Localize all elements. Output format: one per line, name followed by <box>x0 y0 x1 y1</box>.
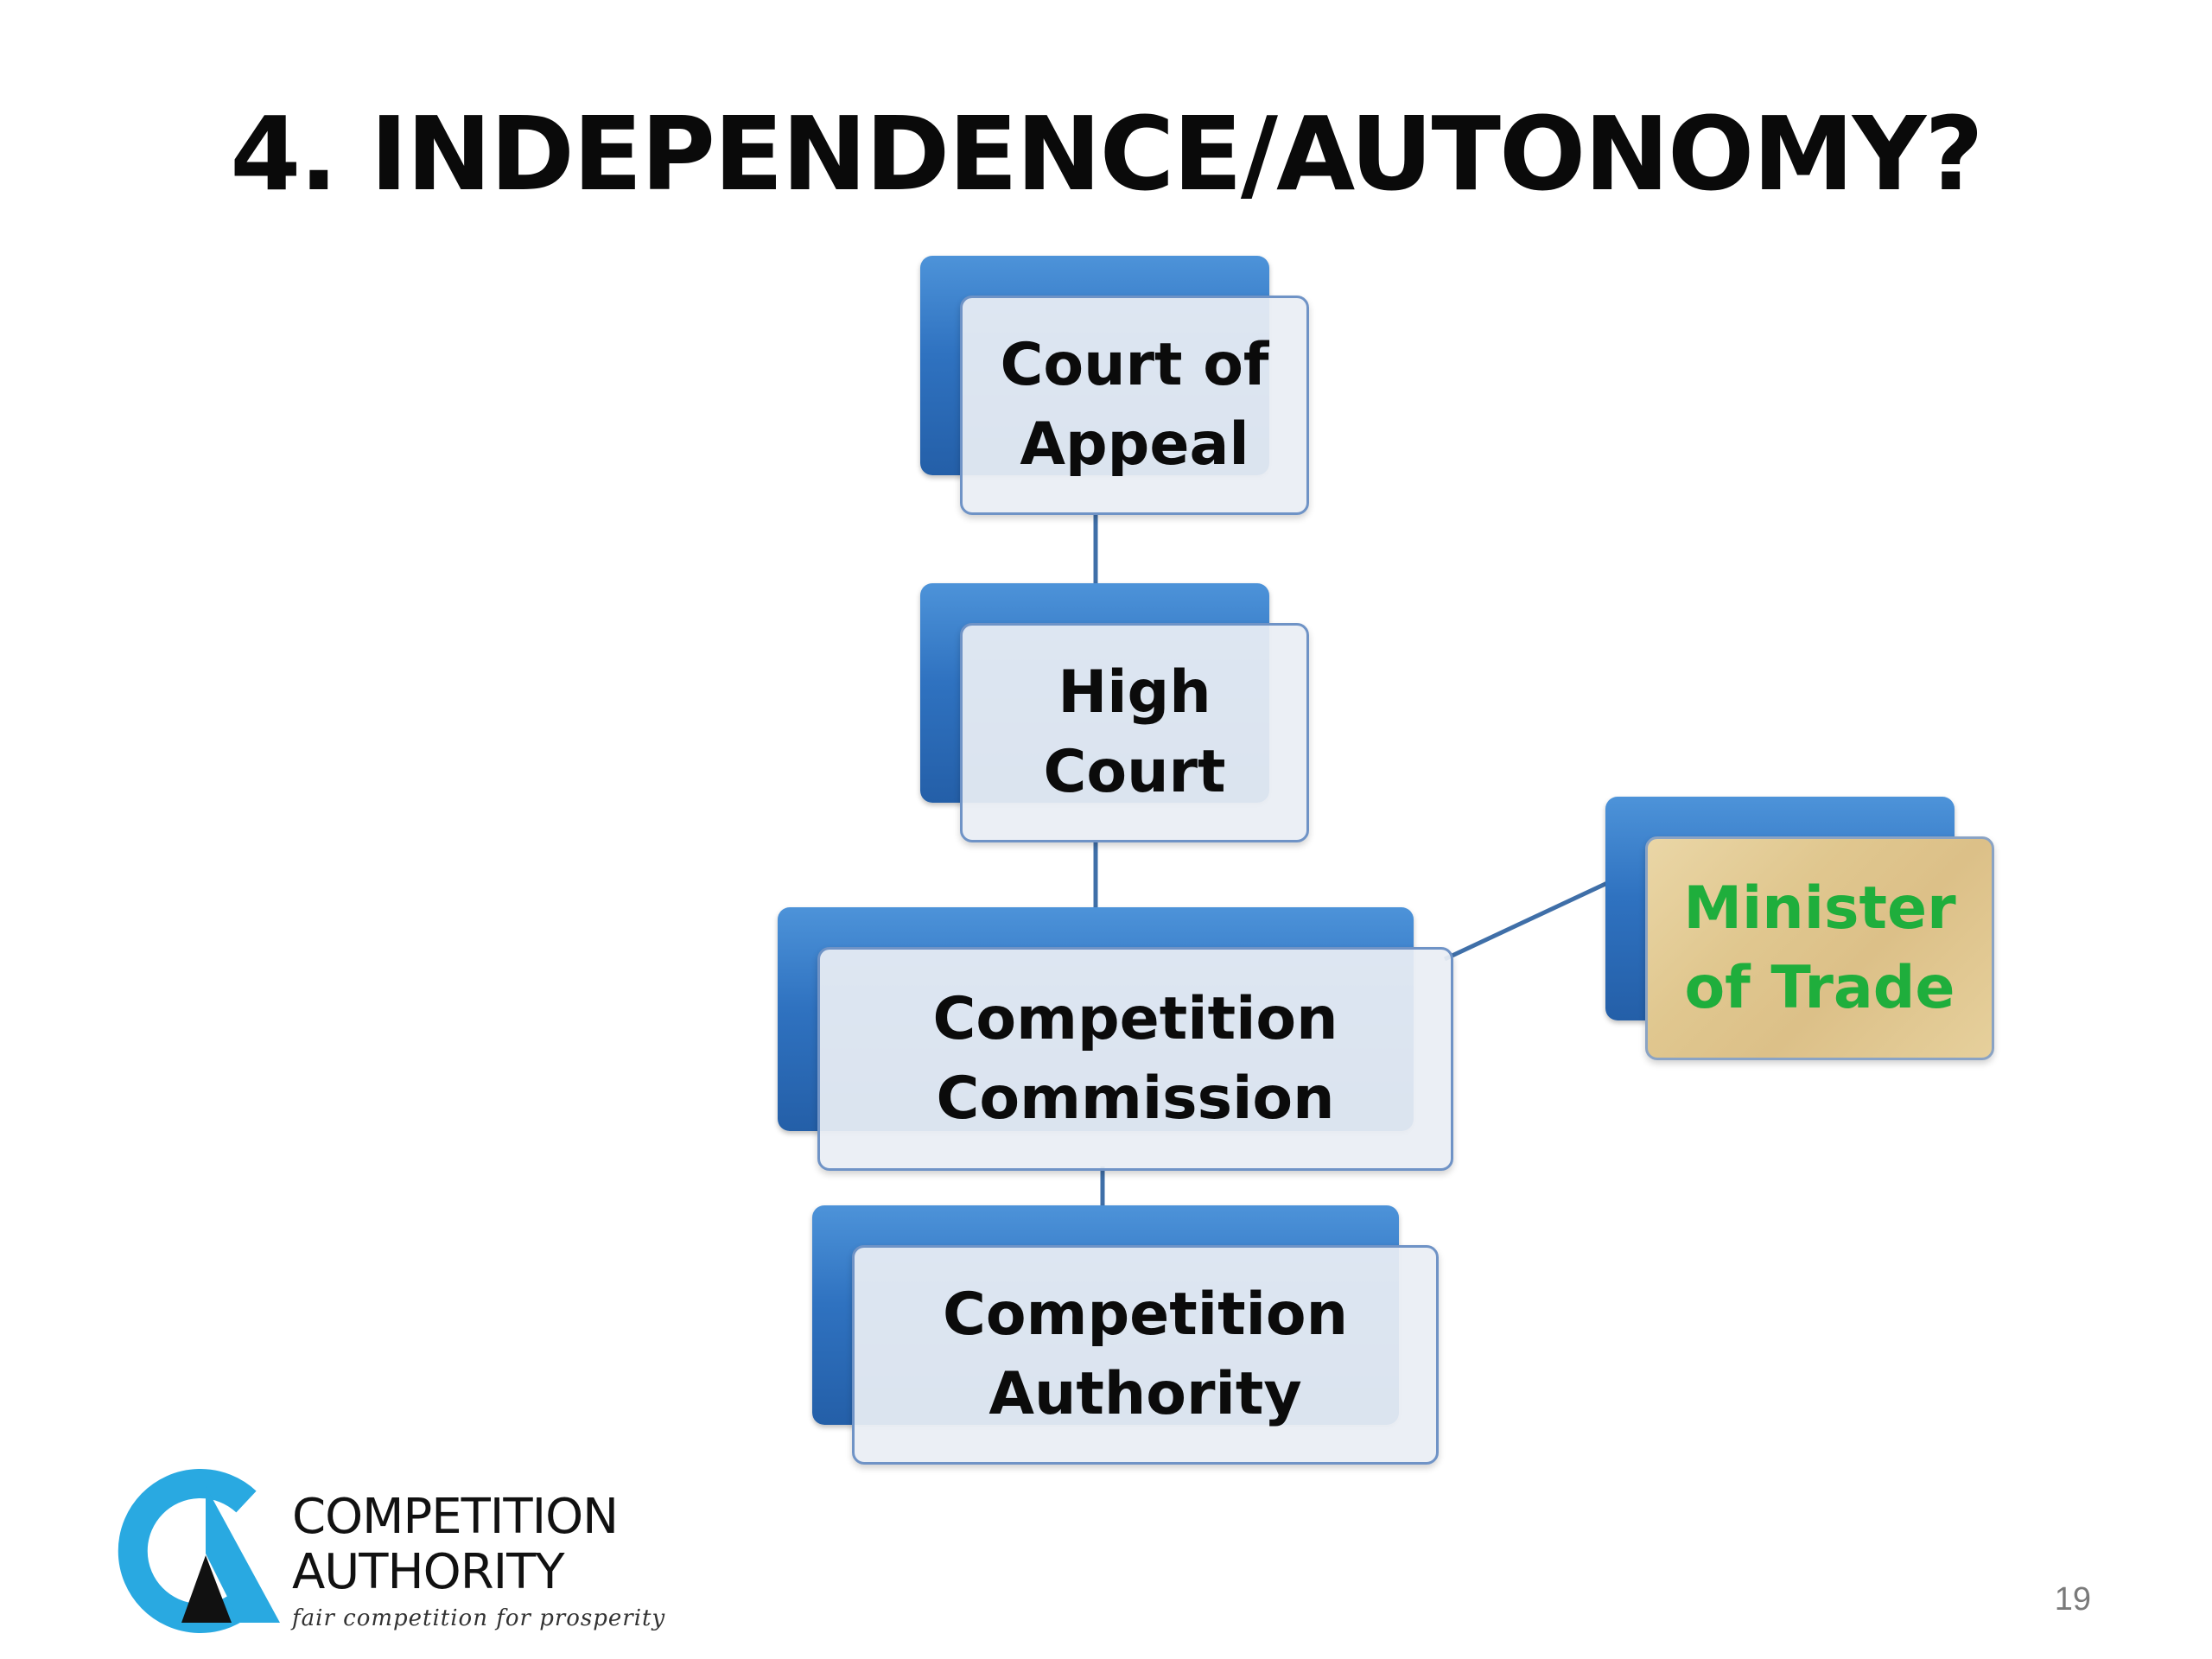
slide-title: 4. INDEPENDENCE/AUTONOMY? <box>230 94 1983 213</box>
node-front-panel: Competition Authority <box>852 1245 1439 1465</box>
node-court-of-appeal: Court of Appeal <box>920 256 1309 515</box>
node-label: Competition Authority <box>925 1275 1365 1434</box>
node-label-line2: Authority <box>988 1360 1302 1428</box>
node-competition-commission: Competition Commission <box>778 907 1453 1171</box>
edge-competition-commission-minister-of-trade <box>1443 880 1609 962</box>
page-number: 19 <box>2054 1581 2091 1618</box>
logo-tagline: fair competition for prosperity <box>292 1605 666 1631</box>
logo-text-line1: COMPETITION <box>292 1489 619 1545</box>
node-label-line2: of Trade <box>1684 953 1955 1022</box>
node-label: Competition Commission <box>915 980 1355 1139</box>
node-minister-of-trade: Minister of Trade <box>1605 797 1994 1060</box>
competition-authority-logo: COMPETITION AUTHORITY fair competition f… <box>104 1469 726 1642</box>
node-label-line2: Court <box>1043 738 1226 806</box>
node-label: Court of Appeal <box>982 326 1286 485</box>
node-front-panel: High Court <box>960 623 1309 842</box>
logo-text-line2: AUTHORITY <box>292 1544 565 1600</box>
node-competition-authority: Competition Authority <box>812 1205 1439 1465</box>
node-label-line2: Appeal <box>1020 410 1249 479</box>
node-front-panel: Court of Appeal <box>960 296 1309 515</box>
node-label-line1: Minister <box>1683 874 1956 943</box>
node-label-line1: Competition <box>932 984 1338 1053</box>
logo-mark-icon <box>118 1469 280 1633</box>
node-label-line1: Court of <box>1000 331 1269 400</box>
node-front-panel: Competition Commission <box>817 947 1453 1171</box>
node-label: Minister of Trade <box>1666 869 1973 1028</box>
node-label-line1: Competition <box>942 1281 1349 1350</box>
node-label-line2: Commission <box>936 1064 1335 1133</box>
node-label-line1: High <box>1058 658 1211 728</box>
node-front-panel: Minister of Trade <box>1645 836 1994 1060</box>
node-high-court: High Court <box>920 583 1309 842</box>
node-label: High Court <box>1026 653 1243 812</box>
